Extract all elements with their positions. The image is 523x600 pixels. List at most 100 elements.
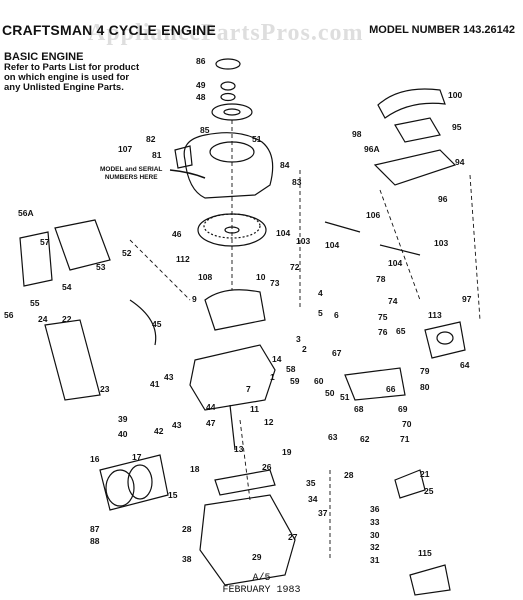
part-label: 100 [448, 90, 462, 100]
part-label: 13 [234, 444, 244, 454]
part-label: 63 [328, 432, 338, 442]
part-label: 68 [354, 404, 364, 414]
part-label: 28 [344, 470, 354, 480]
part-label: 1 [270, 372, 275, 382]
part-label: 69 [398, 404, 408, 414]
serial-note-line: MODEL and SERIAL [100, 166, 163, 173]
part-label: 76 [378, 327, 388, 337]
part-label: 35 [306, 478, 316, 488]
part-label: 51 [340, 392, 350, 402]
part-label: 62 [360, 434, 370, 444]
part-label: 73 [270, 278, 280, 288]
part-label: 6 [334, 310, 339, 320]
part-label: 86 [196, 56, 206, 66]
footer-date: FEBRUARY 1983 [222, 585, 301, 596]
note-line: any Unlisted Engine Parts. [4, 82, 124, 93]
engine-title: CRAFTSMAN 4 CYCLE ENGINE [2, 22, 217, 38]
note-line: on which engine is used for [4, 72, 130, 83]
part-label: 56A [18, 208, 34, 218]
part-label: 87 [90, 524, 100, 534]
part-label: 106 [366, 210, 380, 220]
part-label: 49 [196, 80, 206, 90]
part-label: 67 [332, 348, 342, 358]
part-label: 34 [308, 494, 318, 504]
part-label: 94 [455, 157, 465, 167]
part-label: 41 [150, 379, 160, 389]
part-label: 47 [206, 418, 216, 428]
part-label: 50 [325, 388, 335, 398]
part-label: 104 [276, 228, 290, 238]
part-label: 104 [388, 258, 402, 268]
model-number: MODEL NUMBER 143.26142 [369, 24, 515, 36]
part-label: 19 [282, 447, 292, 457]
part-label: 31 [370, 555, 380, 565]
part-label: 51 [252, 134, 262, 144]
part-label: 79 [420, 366, 430, 376]
serial-note: MODEL and SERIAL NUMBERS HERE [100, 166, 162, 182]
part-label: 72 [290, 262, 300, 272]
part-label: 39 [118, 414, 128, 424]
part-label: 112 [176, 254, 190, 264]
part-label: 70 [402, 419, 412, 429]
part-label: 60 [314, 376, 324, 386]
part-label: 104 [325, 240, 339, 250]
part-label: 26 [262, 462, 272, 472]
serial-note-line: NUMBERS HERE [104, 174, 158, 181]
part-label: 108 [198, 272, 212, 282]
part-label: 95 [452, 122, 462, 132]
part-label: 84 [280, 160, 290, 170]
part-label: 52 [122, 248, 132, 258]
part-label: 24 [38, 314, 48, 324]
part-label: 45 [152, 319, 162, 329]
parts-note: Refer to Parts List for product on which… [4, 63, 139, 93]
part-label: 3 [296, 334, 301, 344]
part-label: 11 [250, 404, 259, 414]
part-label: 22 [62, 314, 72, 324]
part-label: 30 [370, 530, 380, 540]
part-label: 48 [196, 92, 206, 102]
part-label: 46 [172, 229, 182, 239]
part-label: 85 [200, 125, 210, 135]
part-label: 103 [296, 236, 310, 246]
part-label: 57 [40, 237, 50, 247]
part-label: 55 [30, 298, 40, 308]
part-label: 64 [460, 360, 470, 370]
part-label: 38 [182, 554, 192, 564]
part-label: 71 [400, 434, 410, 444]
part-label: 16 [90, 454, 100, 464]
part-label: 54 [62, 282, 72, 292]
part-label: 33 [370, 517, 380, 527]
watermark: AppliancePartsPros.com [88, 20, 364, 46]
part-label: 103 [434, 238, 448, 248]
part-label: 44 [206, 402, 216, 412]
part-label: 98 [352, 129, 362, 139]
part-label: 78 [376, 274, 386, 284]
part-label: 75 [378, 312, 388, 322]
part-label: 28 [182, 524, 192, 534]
note-line: Refer to Parts List for product [4, 62, 140, 73]
part-label: 66 [386, 384, 396, 394]
part-label: 36 [370, 504, 380, 514]
part-label: 82 [146, 134, 156, 144]
part-label: 96A [364, 144, 380, 154]
part-label: 107 [118, 144, 132, 154]
part-label: 21 [420, 469, 430, 479]
part-label: 56 [4, 310, 14, 320]
part-label: 15 [168, 490, 178, 500]
section-title: BASIC ENGINE [4, 51, 84, 63]
part-label: 80 [420, 382, 430, 392]
part-label: 83 [292, 177, 302, 187]
part-label: 25 [424, 486, 434, 496]
part-label: 27 [288, 532, 298, 542]
part-label: 40 [118, 429, 128, 439]
part-label: 74 [388, 296, 398, 306]
part-label: 2 [302, 344, 307, 354]
part-label: 4 [318, 288, 323, 298]
part-label: 9 [192, 294, 197, 304]
part-label: 58 [286, 364, 296, 374]
part-label: 5 [318, 308, 323, 318]
part-shape [215, 58, 241, 70]
part-label: 43 [164, 372, 174, 382]
